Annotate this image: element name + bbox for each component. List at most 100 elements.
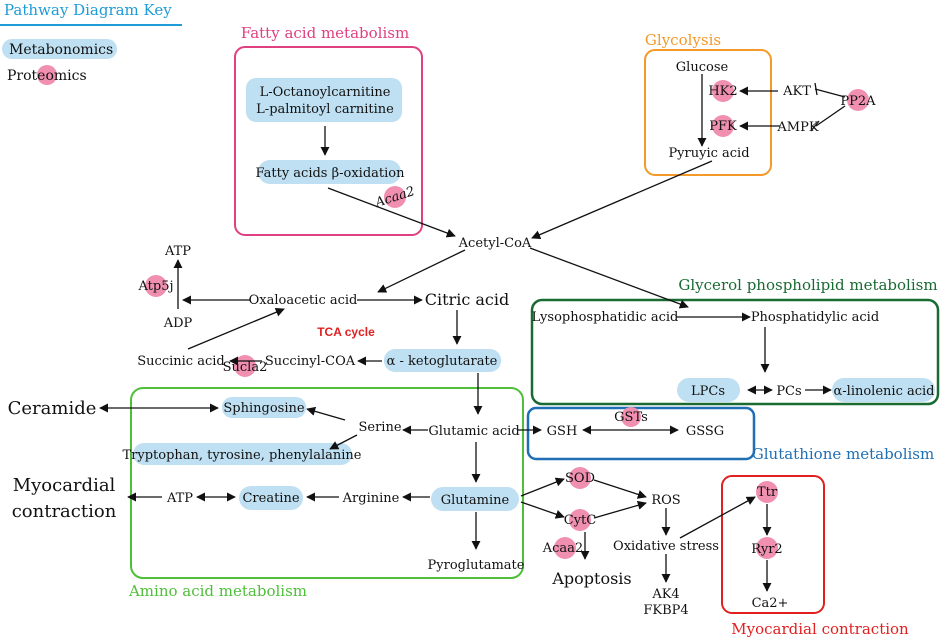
- myocardial-label: Myocardial contraction: [731, 620, 909, 638]
- pcs-label: PCs: [776, 384, 801, 399]
- creatine-pill: [239, 486, 303, 510]
- ketoglutarate-pill: [384, 349, 501, 372]
- cytc-dot: [569, 509, 591, 531]
- edge-pyruvic-to-acetylcoa: [531, 160, 713, 239]
- lysophosphatidic-label: Lysophosphatidic acid: [532, 310, 679, 325]
- glutamic-label: Glutamic acid: [428, 424, 519, 439]
- ak4-label: AK4: [651, 587, 679, 602]
- gsts-label: GSTs: [614, 410, 648, 425]
- succinic-label: Succinic acid: [137, 354, 224, 369]
- succinyl-label: Succinyl-COA: [265, 354, 356, 369]
- ampk-label: AMPK: [776, 120, 818, 135]
- ca2-label: Ca2+: [752, 596, 789, 611]
- glutamine-label: Glutamine: [441, 493, 510, 508]
- amino-acid-box: [130, 387, 524, 579]
- oxaloacetic-label: Oxaloacetic acid: [249, 293, 358, 308]
- amino-acid-label: Amino acid metabolism: [128, 582, 307, 600]
- atp5j-label: Atp5j: [137, 279, 173, 294]
- carnitine-pill: [246, 78, 402, 122]
- key-metabonomics: Metabonomics: [9, 42, 113, 58]
- edge-acetylcoa-to-phosphatidylic: [529, 247, 689, 309]
- lpcs-pill: [677, 378, 740, 402]
- pyroglutamate-label: Pyroglutamate: [428, 558, 525, 573]
- edge-succinic-to-oxaloacetic: [187, 307, 285, 350]
- edge-serine-to-sphingosine: [306, 406, 346, 421]
- arginine-label: Arginine: [342, 491, 400, 506]
- acetylcoa-label: Acetyl-CoA: [458, 236, 532, 251]
- adp-label: ADP: [163, 316, 193, 331]
- glycolysis-box: [644, 49, 772, 176]
- ketoglutarate-label: α - ketoglutarate: [387, 354, 498, 369]
- glutathione-label: Glutathione metabolism: [752, 445, 934, 463]
- ryr2-dot: [756, 537, 778, 559]
- beta-oxidation-pill: [258, 160, 401, 184]
- gsh-label: GSH: [547, 424, 578, 439]
- edge-sod-to-ros: [593, 479, 647, 499]
- proteomics-swatch: [37, 65, 57, 85]
- sphingosine-label: Sphingosine: [223, 401, 304, 416]
- ryr2-label: Ryr2: [751, 542, 782, 557]
- edge-betaox-to-acetylcoa: [327, 187, 456, 238]
- citric-label: Citric acid: [425, 290, 509, 309]
- phosphatidylic-label: Phosphatidylic acid: [751, 310, 879, 325]
- cytc-label: CytC: [564, 513, 597, 528]
- atp-bottom-label: ATP: [166, 491, 193, 506]
- glycerol-label: Glycerol phospholipid metabolism: [678, 276, 937, 294]
- fkbp4-label: FKBP4: [643, 603, 688, 618]
- atp-top-label: ATP: [164, 244, 191, 259]
- tbar-ampk: [810, 120, 820, 132]
- hk2-dot: [712, 80, 734, 102]
- gssg-label: GSSG: [686, 424, 724, 439]
- pathway-edges: [99, 74, 846, 592]
- metabonomics-swatch: [2, 39, 117, 59]
- sod-dot: [569, 467, 591, 489]
- tbar-akt: [814, 82, 818, 96]
- pfk-label: PFK: [709, 119, 737, 134]
- glucose-label: Glucose: [676, 60, 729, 75]
- myocardial-contraction-line1: Myocardial: [13, 475, 116, 496]
- edge-pp2a-akt: [814, 88, 846, 98]
- aromatic-aa-pill: [133, 443, 352, 465]
- acaa2-bottom-dot: [554, 537, 576, 559]
- aromatic-aa-label: Tryptophan, tyrosine, phenylalanine: [123, 448, 362, 463]
- edge-glutamine-to-cytc: [520, 501, 565, 519]
- edge-acetylcoa-to-oxaloacetic: [377, 249, 466, 293]
- creatine-label: Creatine: [242, 491, 299, 506]
- edge-oxidative-to-ttr: [679, 496, 756, 539]
- ttr-dot: [756, 481, 778, 503]
- ceramide-label: Ceramide: [8, 398, 97, 419]
- tca-cycle-label: TCA cycle: [317, 325, 375, 339]
- glutamine-pill: [431, 487, 519, 511]
- fatty-acid-label: Fatty acid metabolism: [241, 24, 409, 42]
- edge-cytc-to-ros: [593, 500, 647, 519]
- edge-glutamine-to-sod: [520, 477, 565, 497]
- lpcs-label: LPCs: [691, 384, 725, 399]
- acaa2-top-dot: [384, 186, 406, 208]
- gsts-dot: [621, 407, 641, 427]
- akt-label: AKT: [782, 84, 811, 99]
- key-title: Pathway Diagram Key: [4, 1, 172, 19]
- sphingosine-pill: [222, 397, 306, 418]
- pyruvic-label: Pyruyic acid: [668, 146, 749, 161]
- ttr-label: Ttr: [757, 485, 778, 500]
- octanoylcarnitine-label: L-Octanoylcarnitine: [260, 85, 391, 100]
- sucla2-label: Sucla2: [223, 360, 268, 375]
- edge-serine-to-aromatic: [329, 434, 358, 450]
- palmitoylcarnitine-label: L-palmitoyl carnitine: [256, 102, 394, 117]
- sod-label: SOD: [565, 471, 595, 486]
- linolenic-pill: [832, 378, 935, 402]
- key-proteomics: Proteomics: [7, 68, 87, 84]
- glycerol-box: [530, 298, 940, 406]
- ros-label: ROS: [651, 493, 680, 508]
- apoptosis-label: Apoptosis: [551, 569, 631, 588]
- beta-oxidation-label: Fatty acids β-oxidation: [255, 166, 405, 181]
- acaa2-bottom-label: Acaa2: [542, 541, 583, 556]
- glycolysis-label: Glycolysis: [645, 31, 721, 49]
- pfk-dot: [712, 115, 734, 137]
- fatty-acid-box: [234, 46, 423, 236]
- hk2-label: HK2: [708, 84, 737, 99]
- oxidative-stress-label: Oxidative stress: [613, 539, 719, 554]
- glutathione-box: [526, 406, 756, 461]
- pp2a-dot: [847, 89, 869, 111]
- myocardial-box: [721, 475, 825, 614]
